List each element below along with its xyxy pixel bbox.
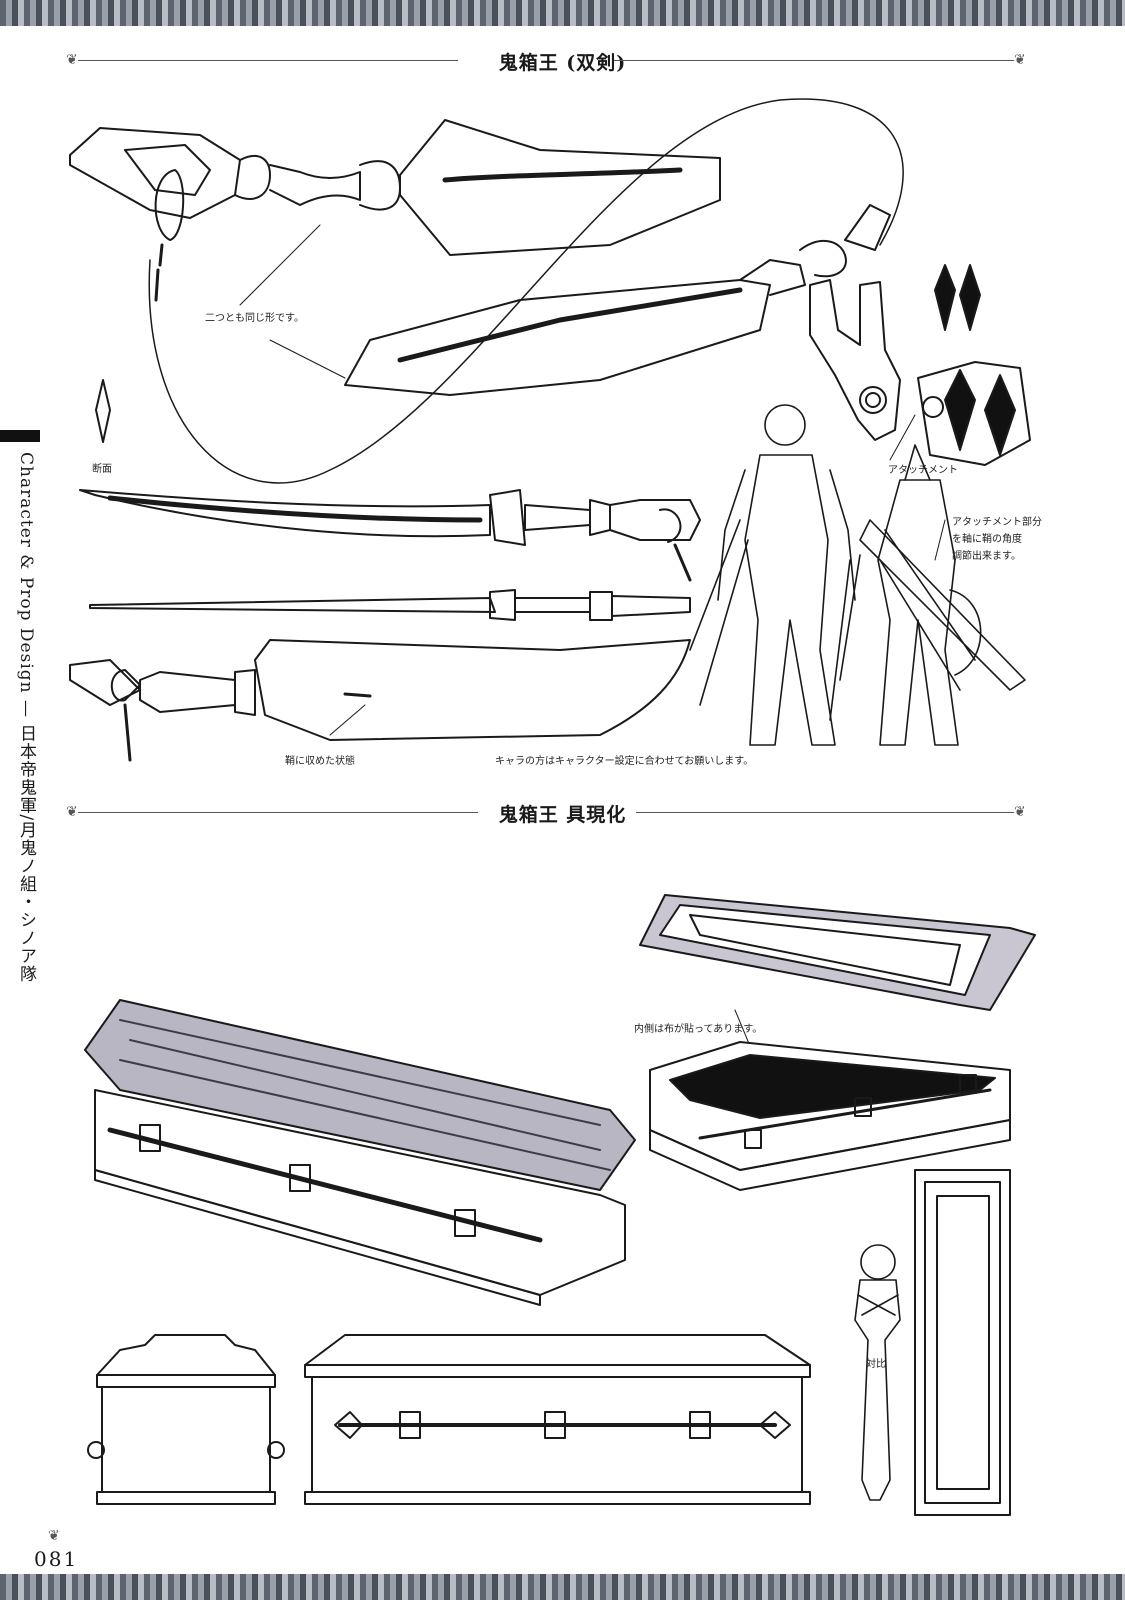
- note-comparison: 対比: [866, 1359, 886, 1370]
- flourish-icon: ❦: [66, 52, 78, 68]
- coffin-end-view: [87, 1334, 285, 1505]
- title-rule-right: [636, 812, 1014, 813]
- flourish-icon: ❦: [1014, 52, 1026, 68]
- coffin-upright-panel: [914, 1169, 1011, 1516]
- title-rule-right: [614, 60, 1014, 61]
- sword-ring: [154, 169, 185, 241]
- sword-cable: [148, 98, 904, 484]
- coffin-open: [649, 1041, 1011, 1191]
- flourish-icon: ❦: [66, 804, 78, 820]
- coffin-closed: [84, 999, 636, 1306]
- twin-sword-large: [69, 119, 721, 256]
- sword-side-view-1: [79, 489, 701, 582]
- title-rule-left: [78, 812, 478, 813]
- top-ornamental-border: [0, 0, 1125, 26]
- note-attachment-detail-3: 調節出来ます。: [952, 551, 1021, 562]
- attachment-plate: [917, 361, 1031, 466]
- coffin-lid-open: [639, 894, 1036, 1011]
- note-cross-section: 断面: [92, 464, 112, 475]
- note-same-shape: 二つとも同じ形です。: [205, 313, 304, 324]
- note-lining: 内側は布が貼ってあります。: [634, 1024, 763, 1035]
- page-number: 081: [34, 1547, 79, 1571]
- note-attachment: アタッチメント: [888, 465, 958, 476]
- sword-side-view-2: [89, 589, 691, 621]
- character-front-view: [689, 404, 861, 746]
- section-title-twin-swords: 鬼箱王 (双剣): [498, 52, 627, 74]
- flourish-icon: ❦: [1014, 804, 1026, 820]
- note-attachment-detail-2: を軸に鞘の角度: [952, 534, 1022, 545]
- note-attachment-detail-1: アタッチメント部分: [952, 517, 1042, 528]
- diamond-plates: [934, 264, 1016, 456]
- scale-comparison-figure: [854, 1244, 901, 1501]
- side-tab-marker: [0, 430, 40, 442]
- title-rule-left: [78, 60, 458, 61]
- note-character: キャラの方はキャラクター設定に合わせてお願いします。: [495, 756, 754, 767]
- side-chapter-label: Character & Prop Design — 日本帝鬼軍/月鬼ノ組・シノア…: [16, 452, 36, 984]
- cross-section-diamond: [95, 379, 111, 443]
- coffin-side-view: [304, 1334, 811, 1505]
- page-ornament-icon: ❦: [48, 1528, 60, 1544]
- note-sheathed: 鞘に収めた状態: [285, 756, 355, 767]
- character-back-view: [859, 444, 1026, 746]
- sheathed-sword: [69, 639, 691, 762]
- bottom-ornamental-border: [0, 1574, 1125, 1600]
- section-title-manifestation: 鬼箱王 具現化: [498, 804, 627, 826]
- strap-attachment-front: [809, 279, 901, 441]
- sword-chain: [154, 243, 164, 302]
- twin-sword-lower: [344, 204, 891, 396]
